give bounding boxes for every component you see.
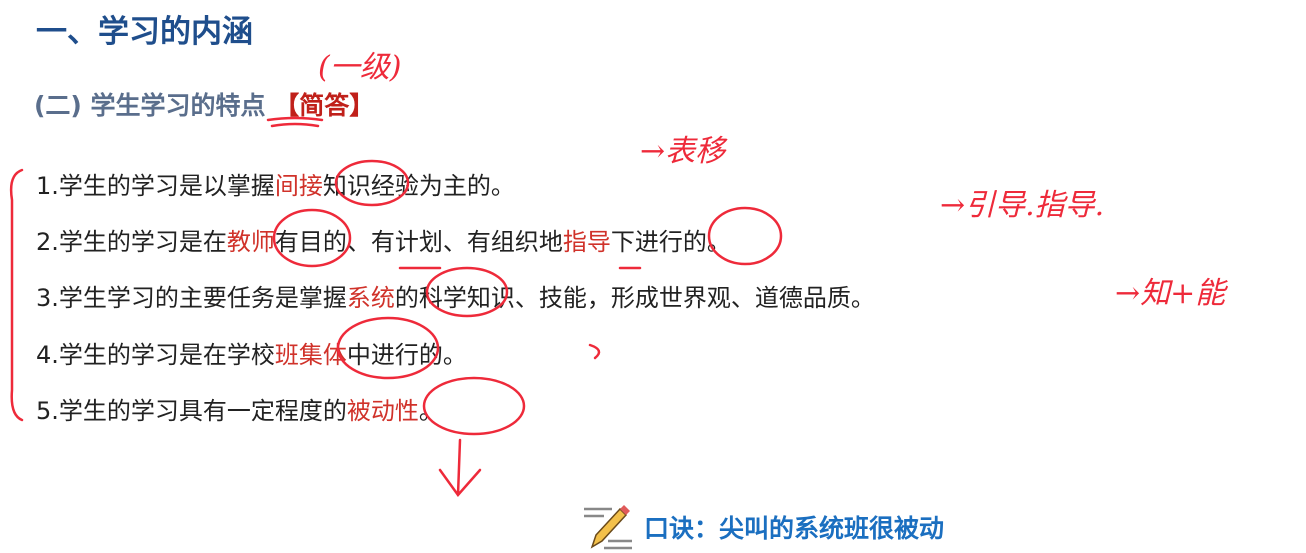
pencil-notes-icon — [584, 505, 632, 550]
mnemonic-text: 口诀：尖叫的系统班很被动 — [644, 514, 945, 543]
annotation: →引导.指导. — [940, 188, 1105, 223]
annotation: →表移 — [640, 134, 726, 169]
subsection-title: (二) 学生学习的特点 【简答】 — [34, 86, 374, 122]
keyword: 被动性 — [346, 397, 419, 425]
text: 2.学生的学习是在 — [36, 228, 227, 256]
text: 下进行的。 — [610, 228, 731, 256]
text: 中进行的。 — [346, 341, 467, 369]
list-item: 5.学生的学习具有一定程度的被动性。 — [36, 391, 443, 426]
arrow-mark — [588, 343, 601, 360]
list-item: 2.学生的学习是在教师有目的、有计划、有组织地指导下进行的。 — [36, 222, 731, 257]
subtitle-text: (二) 学生学习的特点 — [34, 91, 266, 120]
text: 的科学知识、技能，形成世界观、道德品质。 — [394, 284, 875, 312]
arrow-down-mark — [438, 438, 482, 498]
bracket-mark — [9, 168, 24, 422]
mnemonic: 口诀：尖叫的系统班很被动 — [582, 503, 944, 551]
text: 3.学生学习的主要任务是掌握 — [36, 284, 347, 312]
text: 。 — [418, 397, 443, 425]
keyword: 系统 — [346, 284, 395, 312]
list-item: 1.学生的学习是以掌握间接知识经验为主的。 — [36, 166, 515, 201]
keyword: 班集体 — [274, 341, 347, 369]
keyword: 指导 — [562, 228, 611, 256]
annotation: (一级) — [318, 50, 402, 85]
text: 知识经验为主的。 — [322, 172, 515, 200]
section-title: 一、学习的内涵 — [36, 14, 253, 50]
keyword: 间接 — [274, 172, 323, 200]
text: 4.学生的学习是在学校 — [36, 341, 275, 369]
list-item: 4.学生的学习是在学校班集体中进行的。 — [36, 335, 467, 370]
text: 1.学生的学习是以掌握 — [36, 172, 275, 200]
text: 5.学生的学习具有一定程度的 — [36, 397, 347, 425]
subtitle-tag: 【简答】 — [274, 91, 375, 120]
list-item: 3.学生学习的主要任务是掌握系统的科学知识、技能，形成世界观、道德品质。 — [36, 278, 875, 313]
text: 有目的、有计划、有组织地 — [274, 228, 563, 256]
annotation: →知+能 — [1115, 276, 1226, 311]
keyword: 教师 — [226, 228, 275, 256]
